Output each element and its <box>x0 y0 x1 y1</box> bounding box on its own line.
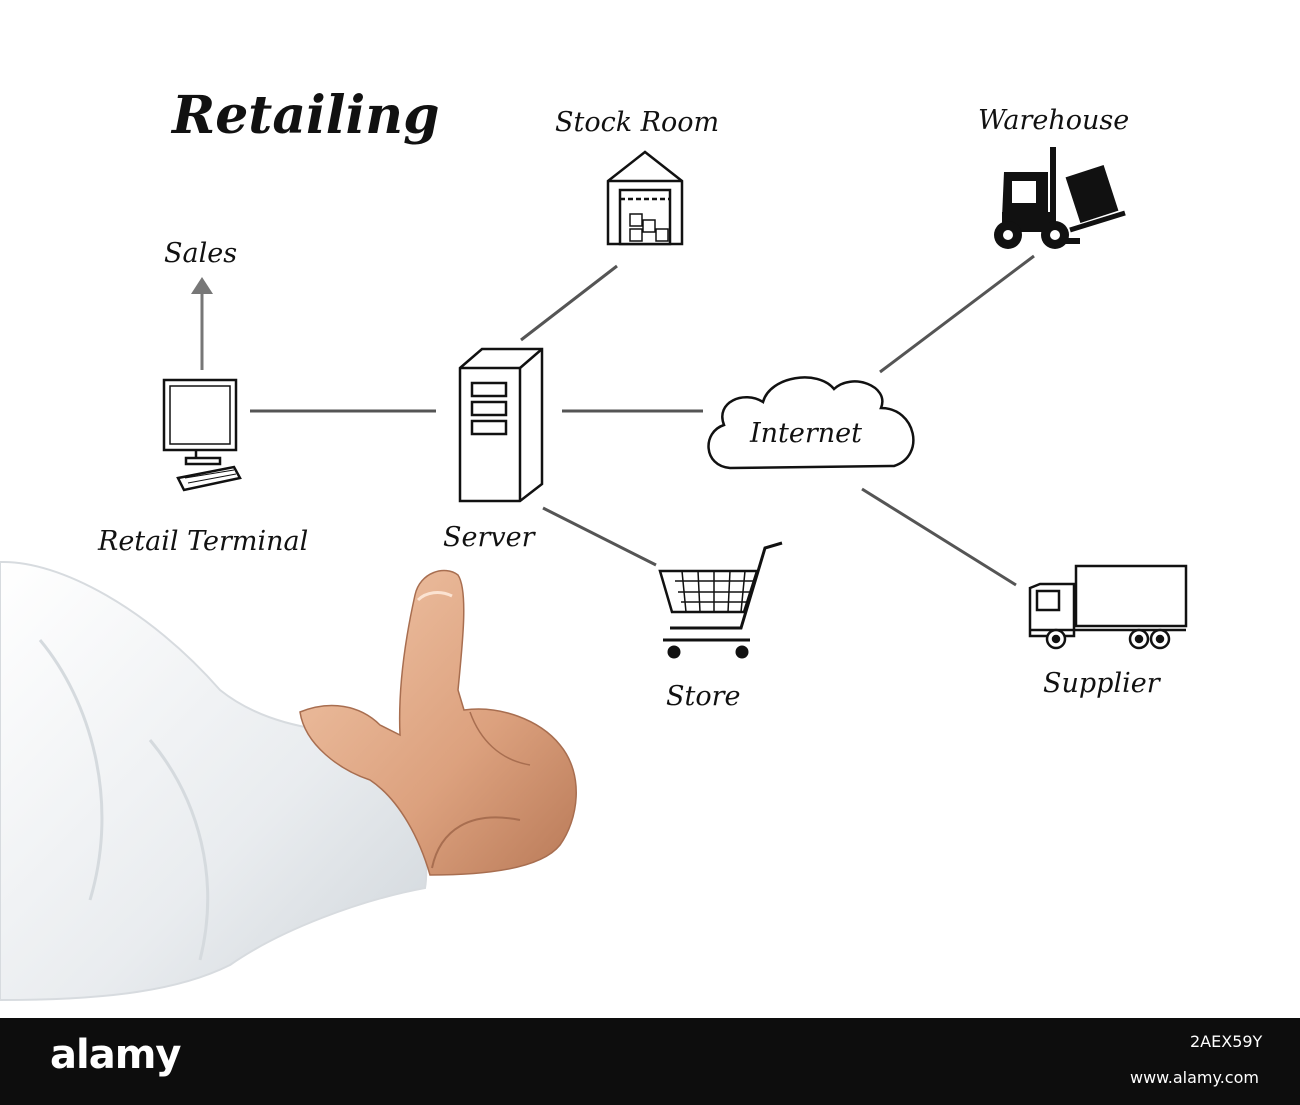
connector-server-stockroom <box>521 266 617 340</box>
image-id-text: 2AEX59Y <box>1190 1032 1262 1051</box>
connector-internet-supplier <box>862 489 1016 585</box>
brand-logo: alamy <box>50 1032 180 1078</box>
label-stock-room: Stock Room <box>555 107 719 138</box>
label-server: Server <box>443 522 537 553</box>
forklift-icon <box>994 147 1125 249</box>
diagram-canvas: Retailing Sales Retail Terminal Server S… <box>0 0 1300 1018</box>
computer-icon <box>164 380 240 490</box>
shopping-cart-icon <box>660 543 782 657</box>
label-retail-terminal: Retail Terminal <box>97 526 308 557</box>
label-warehouse: Warehouse <box>978 105 1129 136</box>
footer-url: www.alamy.com <box>1130 1068 1259 1087</box>
label-sales: Sales <box>164 238 237 269</box>
cloud-icon: Internet <box>709 377 914 468</box>
server-icon <box>460 349 542 501</box>
watermark-footer: alamy 2AEX59Y www.alamy.com <box>0 1018 1300 1105</box>
building-icon <box>608 152 682 244</box>
label-store: Store <box>666 681 741 712</box>
label-internet: Internet <box>749 418 862 449</box>
sales-arrow <box>191 277 213 370</box>
connectors <box>250 256 1034 585</box>
diagram-title: Retailing <box>170 85 439 146</box>
label-supplier: Supplier <box>1043 668 1162 699</box>
connector-server-store <box>543 508 656 565</box>
pointing-hand-image <box>0 562 576 1000</box>
connector-internet-warehouse <box>880 256 1034 372</box>
truck-icon <box>1030 566 1186 648</box>
